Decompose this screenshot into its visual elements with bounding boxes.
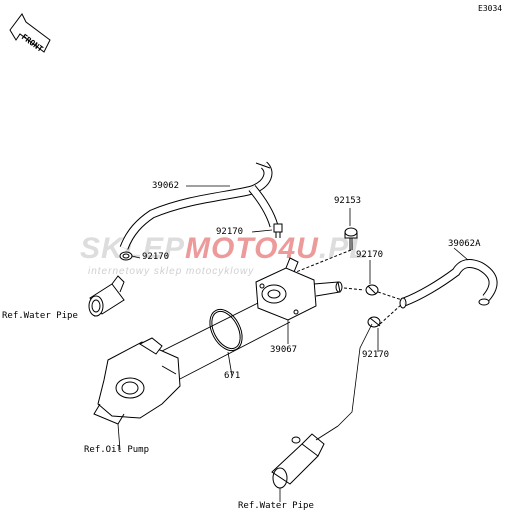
ref-water-pipe-left: Ref.Water Pipe	[2, 311, 78, 321]
label-39062: 39062	[152, 181, 180, 191]
label-671: 671	[224, 371, 241, 381]
oil-cooler-39067	[255, 257, 343, 321]
clamp-92170-b	[273, 223, 283, 238]
label-92170-a: 92170	[142, 252, 170, 262]
hose-39062	[119, 161, 279, 250]
water-pipe-left	[88, 275, 125, 317]
label-39067: 39067	[270, 345, 298, 355]
clamp-92170-d	[367, 303, 403, 328]
label-92170-b: 92170	[216, 227, 244, 237]
diagram-code: E3034	[478, 4, 503, 13]
hose-39062a	[399, 259, 498, 309]
clamp-92170-a	[119, 251, 133, 261]
front-arrow-icon	[9, 13, 51, 53]
oil-pump	[93, 337, 181, 425]
bolt-92153	[295, 227, 358, 273]
label-39062a: 39062A	[448, 239, 481, 249]
watermark-tagline: internetowy sklep motocyklowy	[88, 266, 255, 277]
ref-water-pipe-bottom: Ref.Water Pipe	[238, 501, 314, 511]
oring-671	[209, 308, 243, 352]
water-pipe-bottom	[271, 323, 373, 489]
ref-oil-pump: Ref.Oil Pump	[84, 445, 150, 455]
label-92153: 92153	[334, 196, 362, 206]
clamp-92170-c	[365, 284, 379, 296]
label-92170-c: 92170	[356, 250, 384, 260]
leader-lines	[94, 185, 469, 502]
label-92170-d: 92170	[362, 350, 390, 360]
